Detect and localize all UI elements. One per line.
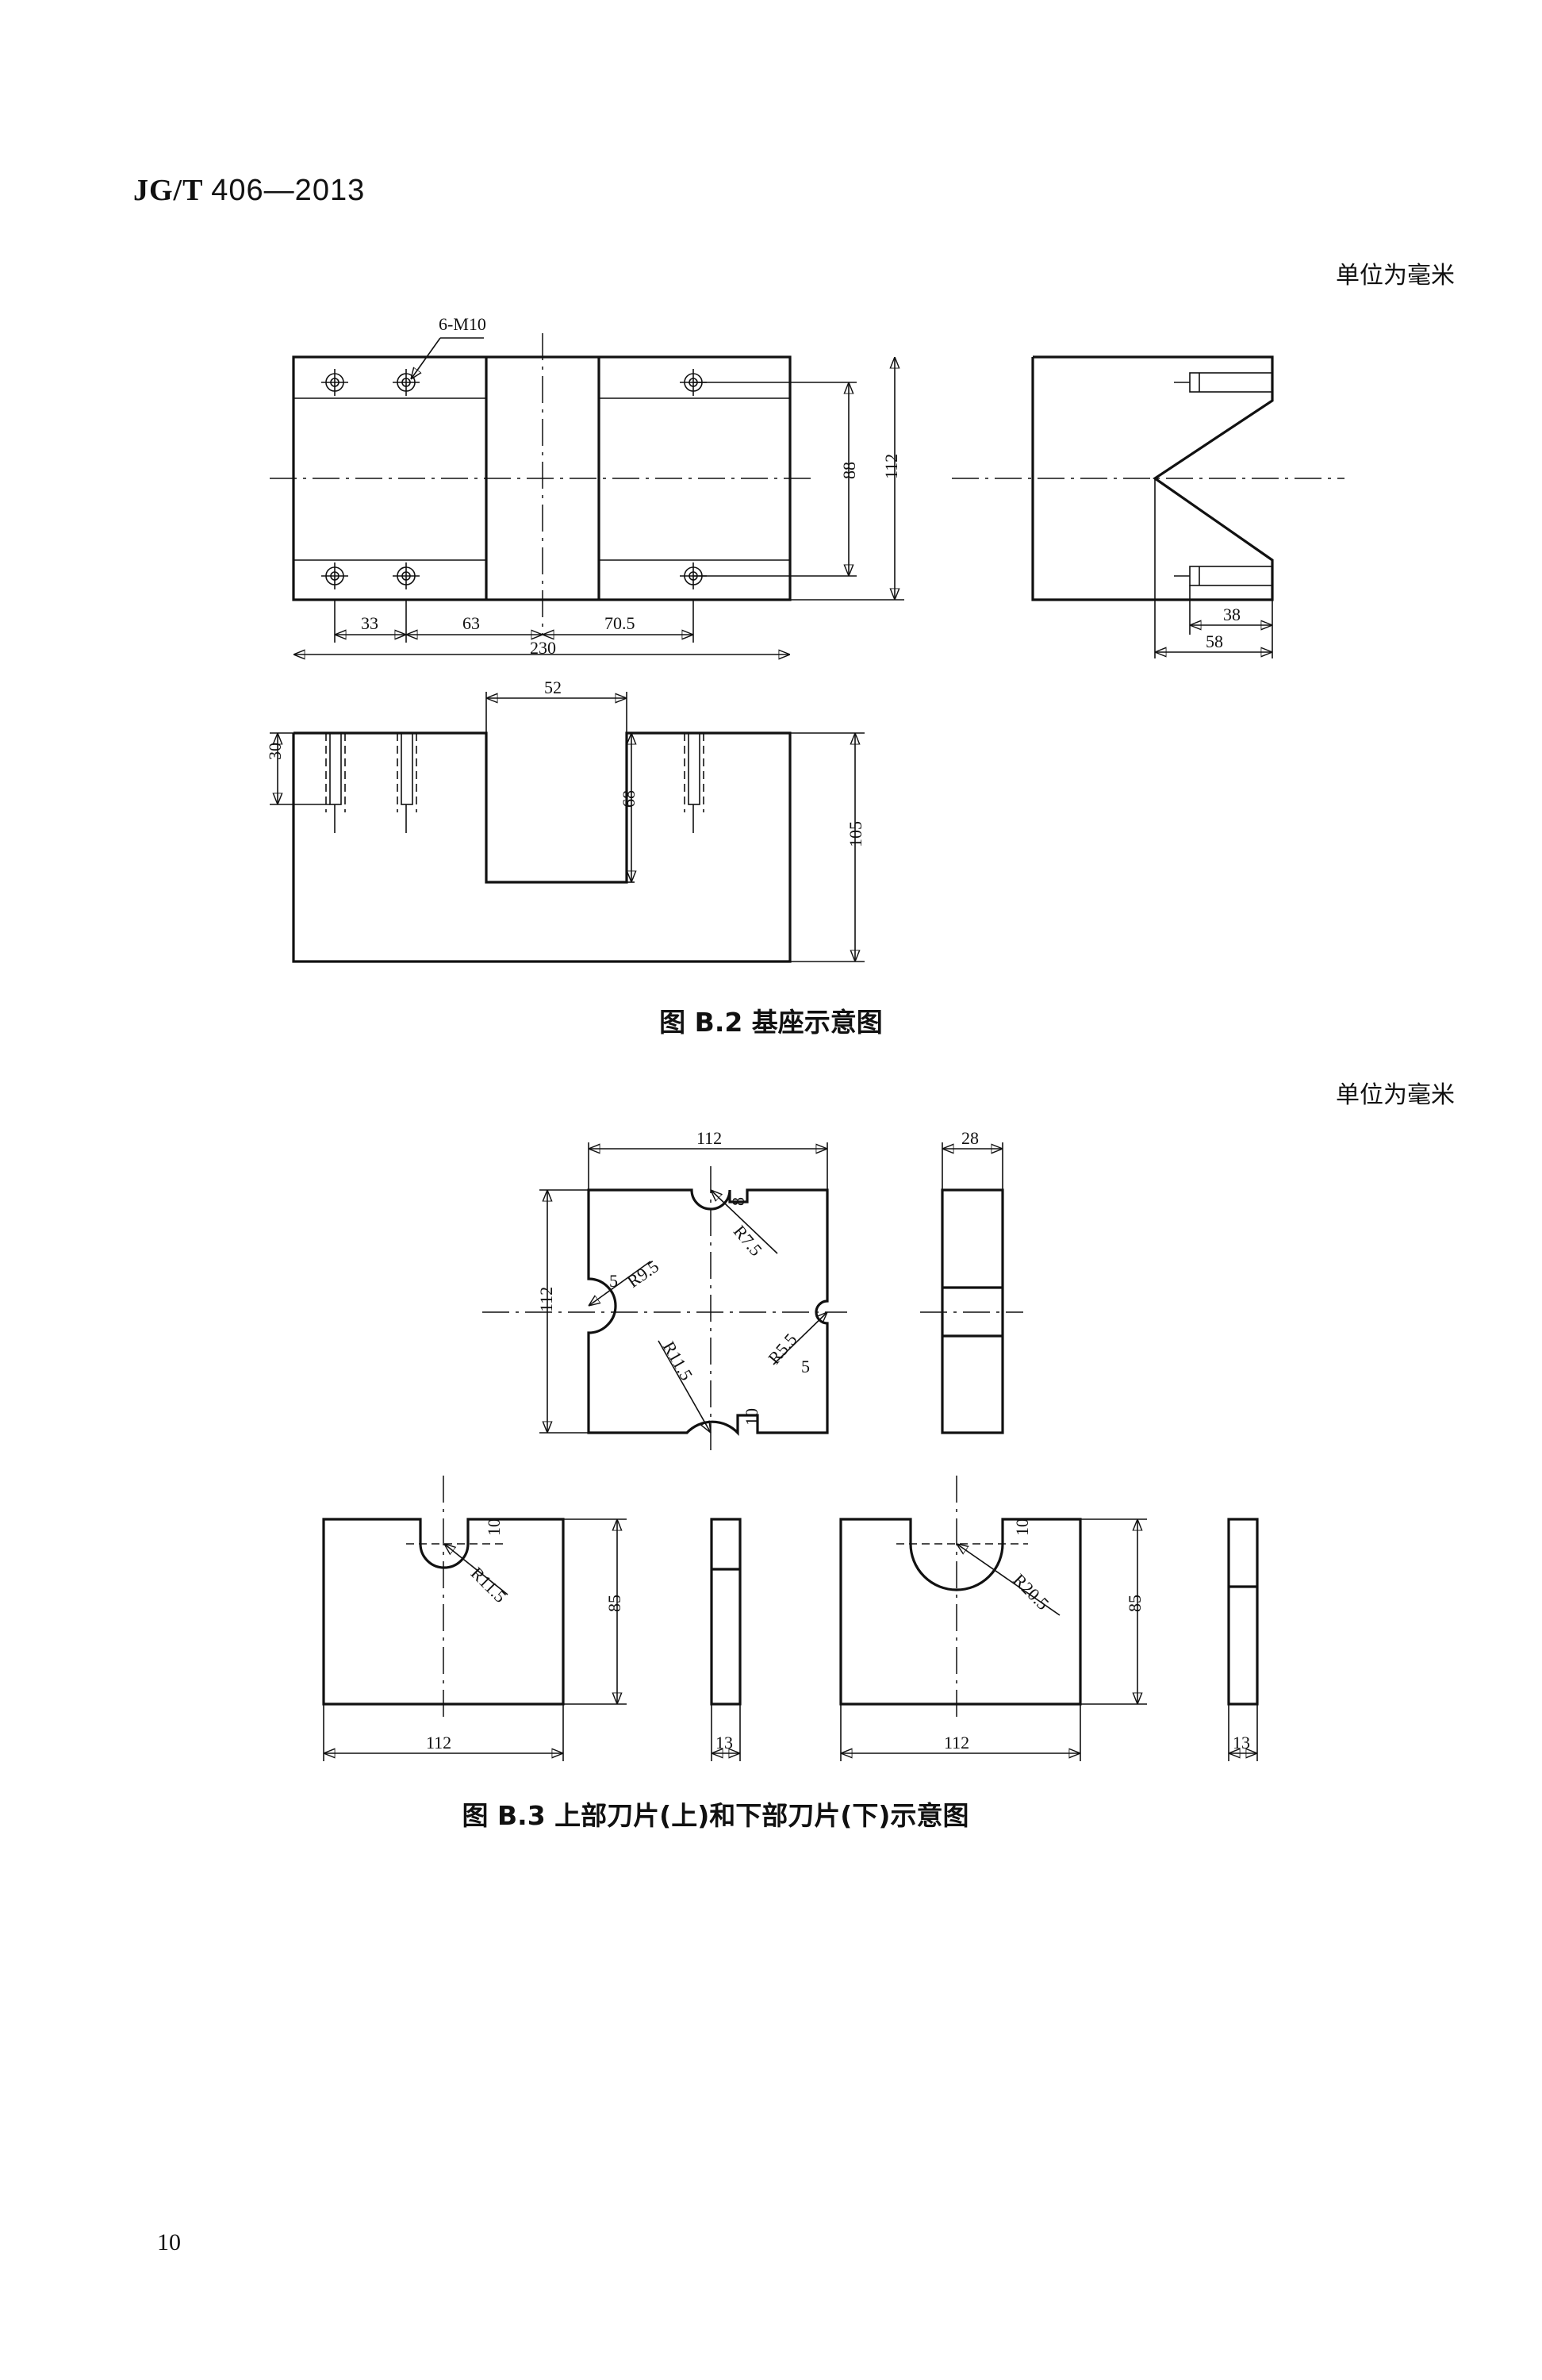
thread-label: 6-M10 [439, 314, 486, 334]
lower-dim-10: 10 [1012, 1518, 1032, 1536]
figure-b2-caption: 图 B.2 基座示意图 [659, 1007, 883, 1038]
dim-5a: 5 [609, 1271, 618, 1291]
dim-r5-5: R5.5 [764, 1330, 800, 1368]
dim-8: 8 [728, 1197, 748, 1206]
page-number: 10 [157, 2229, 181, 2255]
dim-230: 230 [530, 638, 556, 658]
figure-b2-side-view: 38 58 [952, 355, 1344, 658]
figure-b3-upper-blade: 10 R11.5 85 112 13 [322, 1476, 742, 1761]
upper-dim-r11-5: R11.5 [467, 1563, 511, 1606]
upper-dim-112: 112 [426, 1733, 451, 1752]
lower-blade-side [1227, 1518, 1259, 1706]
bolt-holes [321, 369, 707, 589]
dim-10: 10 [742, 1408, 761, 1426]
lower-dim-13: 13 [1233, 1733, 1250, 1752]
upper-dim-85: 85 [604, 1595, 624, 1612]
figure-b3-plan-view: 112 112 R7.5 8 5 R9.5 R5.5 5 R11.5 10 [482, 1128, 847, 1452]
figure-b3-lower-blade: 10 R20.5 85 112 13 [839, 1476, 1259, 1761]
unit-note-bottom: 单位为毫米 [1336, 1081, 1455, 1109]
top-dim-112: 112 [696, 1128, 722, 1148]
dim-5b: 5 [801, 1357, 810, 1376]
dim-68: 68 [619, 790, 639, 808]
lower-dim-r20-5: R20.5 [1009, 1570, 1053, 1614]
dim-30: 30 [265, 743, 285, 760]
left-dim-112: 112 [536, 1287, 556, 1312]
dim-r11-5: R11.5 [659, 1338, 697, 1384]
figure-b3-caption: 图 B.3 上部刀片(上)和下部刀片(下)示意图 [462, 1800, 969, 1831]
upper-blade-side [710, 1518, 742, 1706]
figure-b2-front-view: 52 30 68 105 [265, 678, 865, 963]
figure-b2-top-view: 6-M10 33 63 70.5 230 88 112 [270, 314, 904, 658]
dim-r7-5: R7.5 [730, 1221, 766, 1259]
dim-70-5: 70.5 [604, 613, 635, 633]
dim-33: 33 [361, 613, 378, 633]
dim-88: 88 [839, 462, 859, 479]
dim-63: 63 [462, 613, 480, 633]
upper-dim-10: 10 [484, 1518, 504, 1536]
lower-dim-112: 112 [944, 1733, 969, 1752]
dim-58: 58 [1206, 631, 1223, 651]
dim-52: 52 [544, 678, 562, 697]
standard-header: JG/T 406—2013 [133, 173, 365, 208]
standard-number: 406—2013 [211, 174, 366, 207]
upper-dim-13: 13 [715, 1733, 733, 1752]
lower-dim-85: 85 [1125, 1595, 1145, 1612]
standard-prefix: JG/T [133, 174, 203, 207]
dim-112: 112 [881, 454, 901, 479]
side-dim-28: 28 [961, 1128, 979, 1148]
dim-r9-5: R9.5 [623, 1256, 662, 1292]
figure-b3-side-view: 28 [920, 1128, 1023, 1434]
unit-note-top: 单位为毫米 [1336, 262, 1455, 290]
dim-38: 38 [1223, 605, 1241, 624]
dim-105: 105 [846, 821, 865, 847]
